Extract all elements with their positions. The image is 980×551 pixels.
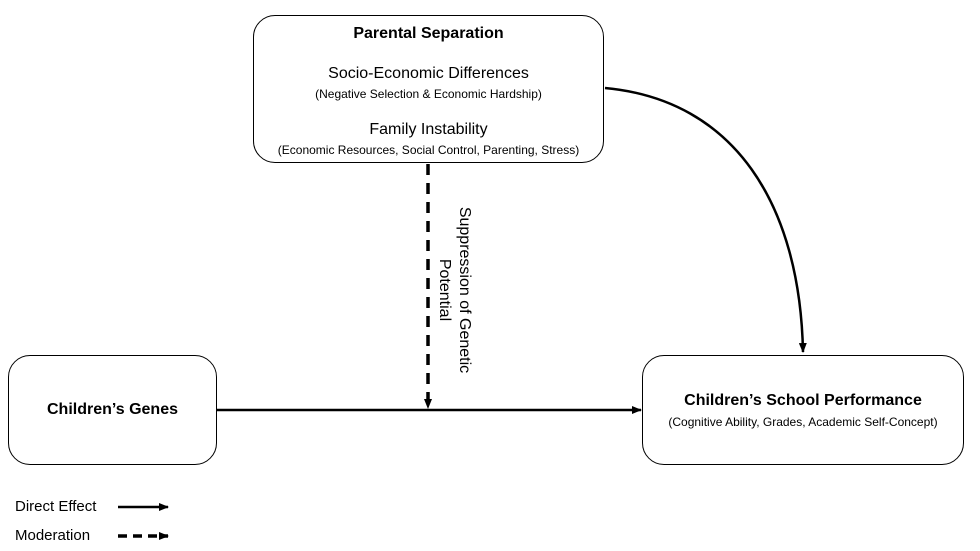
school-performance-node: Children’s School Performance (Cognitive… xyxy=(642,355,964,465)
moderation-label: Suppression of Genetic Potential xyxy=(434,175,474,405)
legend-direct-label: Direct Effect xyxy=(15,498,97,515)
socio-economic-detail: (Negative Selection & Economic Hardship) xyxy=(315,87,542,101)
socio-economic-title: Socio-Economic Differences xyxy=(328,65,529,82)
family-instability-detail: (Economic Resources, Social Control, Par… xyxy=(277,143,580,157)
legend-moderation-label: Moderation xyxy=(15,527,91,544)
parental-separation-title: Parental Separation xyxy=(353,25,504,42)
school-performance-title: Children’s School Performance xyxy=(684,391,922,409)
parental-separation-node: Parental Separation Socio-Economic Diffe… xyxy=(253,15,604,163)
moderation-label-line1: Suppression of Genetic xyxy=(456,206,473,374)
direct-effect-arrow-parental-to-school xyxy=(604,86,807,353)
school-performance-detail: (Cognitive Ability, Grades, Academic Sel… xyxy=(668,414,938,429)
childrens-genes-node: Children’s Genes xyxy=(8,355,217,465)
family-instability-title: Family Instability xyxy=(369,121,488,138)
moderation-label-line2: Potential xyxy=(436,258,453,322)
childrens-genes-title: Children’s Genes xyxy=(47,401,178,418)
